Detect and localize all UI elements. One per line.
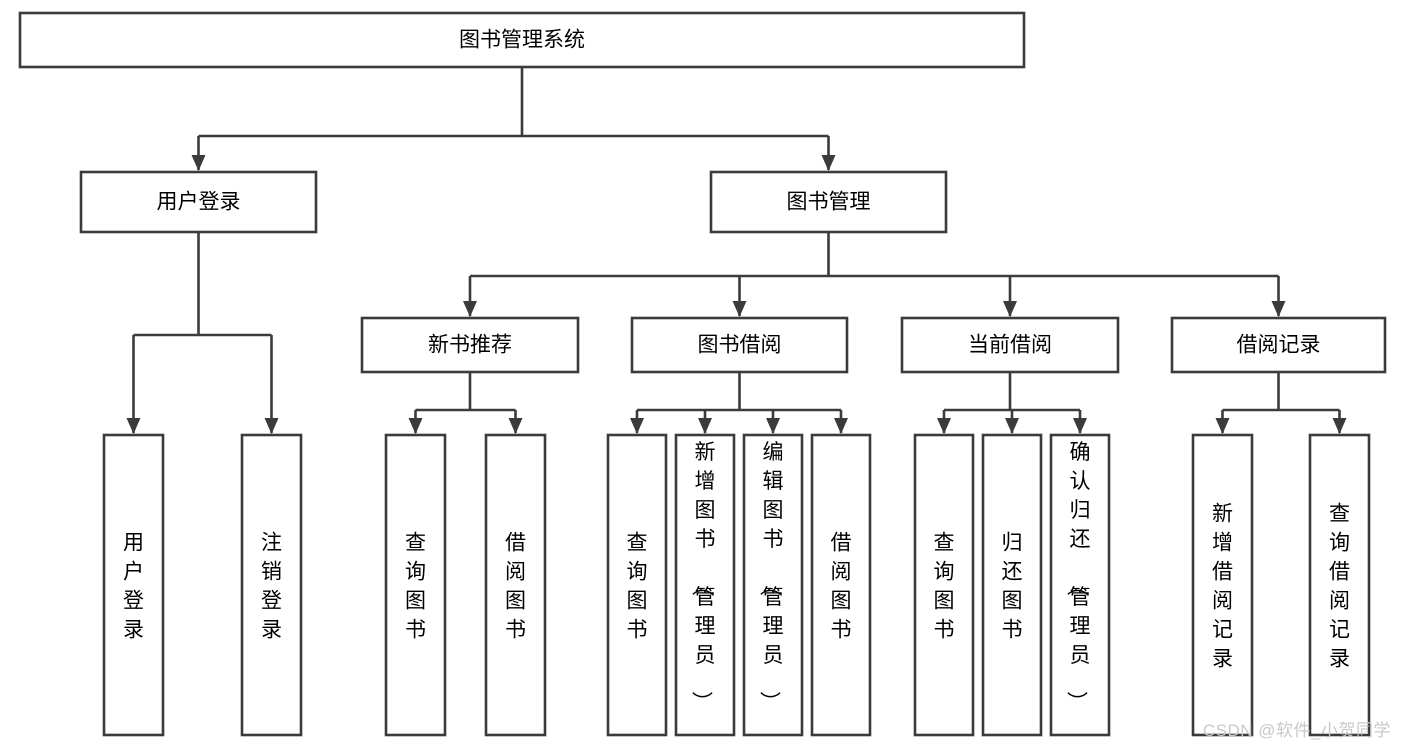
node-leaf-logout[interactable]: 注销登录	[240, 433, 303, 737]
node-label: 查询图书	[627, 532, 648, 642]
node-leaf-borrow-book-2[interactable]: 借阅图书	[810, 433, 872, 737]
arrow-head-icon	[1271, 301, 1286, 317]
node-leaf-query-book-3[interactable]: 查询图书	[913, 433, 975, 737]
node-label: 当前借阅	[968, 334, 1052, 357]
node-leaf-query-record[interactable]: 查询借阅记录	[1308, 433, 1371, 737]
node-label: 新增借阅记录	[1212, 503, 1233, 671]
node-new-book-recommend[interactable]: 新书推荐	[360, 316, 580, 374]
arrow-head-icon	[508, 418, 523, 434]
arrow-head-icon	[834, 418, 848, 434]
node-label: 归还图书	[1002, 532, 1023, 642]
arrow-head-icon	[821, 155, 836, 171]
node-label: 新书推荐	[428, 334, 512, 357]
arrow-head-icon	[1005, 418, 1019, 434]
node-label: 确认归还（管理员）	[1065, 441, 1091, 712]
arrow-head-icon	[698, 418, 712, 434]
node-label: 借阅图书	[505, 532, 526, 642]
node-current-borrow[interactable]: 当前借阅	[900, 316, 1120, 374]
node-leaf-confirm-return[interactable]: 确认归还（管理员）	[1049, 433, 1111, 737]
node-label: 用户登录	[157, 191, 241, 214]
arrow-head-icon	[463, 301, 477, 317]
arrow-head-icon	[630, 418, 644, 434]
node-label: 借阅图书	[831, 532, 852, 642]
arrow-head-icon	[1215, 418, 1230, 434]
node-label: 编辑图书（管理员）	[758, 441, 784, 712]
node-label: 图书借阅	[698, 334, 782, 357]
arrow-head-icon	[1073, 418, 1087, 434]
node-leaf-query-book-1[interactable]: 查询图书	[384, 433, 447, 737]
node-label: 图书管理	[787, 191, 871, 214]
node-label: 查询图书	[934, 532, 955, 642]
node-leaf-edit-book[interactable]: 编辑图书（管理员）	[742, 433, 804, 737]
connector-lines	[126, 67, 1347, 434]
node-leaf-add-book[interactable]: 新增图书（管理员）	[674, 433, 736, 737]
node-borrow-record[interactable]: 借阅记录	[1170, 316, 1387, 374]
arrow-head-icon	[1003, 301, 1017, 317]
arrow-head-icon	[1332, 418, 1347, 434]
arrow-head-icon	[937, 418, 951, 434]
node-book-borrow[interactable]: 图书借阅	[630, 316, 849, 374]
arrow-head-icon	[191, 155, 206, 171]
arrow-head-icon	[766, 418, 780, 434]
node-boxes: 图书管理系统用户登录图书管理新书推荐图书借阅当前借阅借阅记录用户登录注销登录查询…	[18, 11, 1387, 737]
node-leaf-query-book-2[interactable]: 查询图书	[606, 433, 668, 737]
node-leaf-borrow-book-1[interactable]: 借阅图书	[484, 433, 547, 737]
node-leaf-add-record[interactable]: 新增借阅记录	[1191, 433, 1254, 737]
arrow-head-icon	[732, 301, 747, 317]
arrow-head-icon	[264, 418, 279, 434]
node-label: 新增图书（管理员）	[690, 441, 716, 712]
node-root-图书管理系统[interactable]: 图书管理系统	[18, 11, 1026, 69]
node-label: 图书管理系统	[459, 29, 585, 52]
node-user-login[interactable]: 用户登录	[79, 170, 318, 234]
node-label: 借阅记录	[1237, 334, 1321, 357]
node-book-manage[interactable]: 图书管理	[709, 170, 948, 234]
node-label: 用户登录	[123, 532, 144, 642]
node-label: 注销登录	[261, 532, 282, 642]
node-label: 查询图书	[405, 532, 426, 642]
node-leaf-return-book[interactable]: 归还图书	[981, 433, 1043, 737]
node-leaf-user-login[interactable]: 用户登录	[102, 433, 165, 737]
arrow-head-icon	[408, 418, 423, 434]
arrow-head-icon	[126, 418, 141, 434]
node-label: 查询借阅记录	[1329, 503, 1350, 671]
